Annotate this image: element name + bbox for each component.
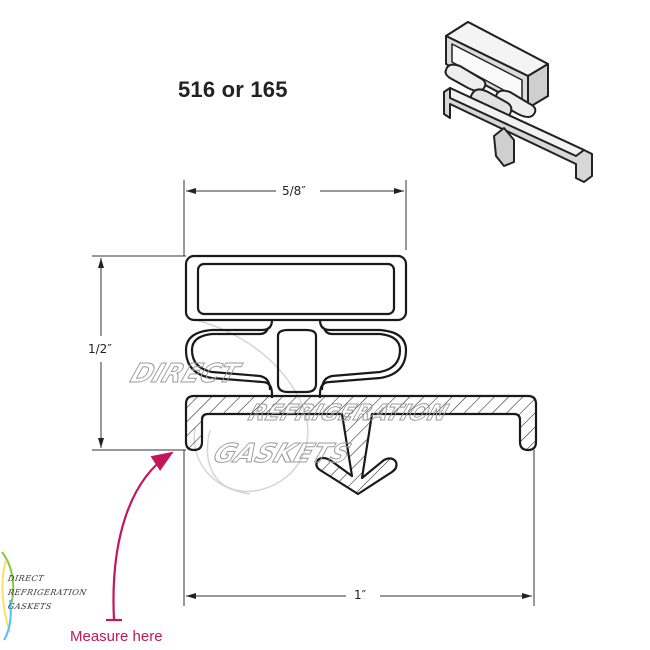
dimension-width-bottom <box>183 450 535 606</box>
logo-text-refrigeration: REFRIGERATION <box>7 588 88 597</box>
logo-text-direct: DIRECT <box>7 574 45 583</box>
brand-logo-mark <box>1 551 15 641</box>
gasket-model-title: 516 or 165 <box>178 77 288 102</box>
dimension-width-top <box>183 180 407 256</box>
watermark-line-gaskets: GASKETS <box>209 439 354 469</box>
measure-here-arrow <box>106 451 174 622</box>
watermark-line-direct: DIRECT <box>126 359 245 389</box>
measure-here-label: Measure here <box>70 628 163 645</box>
dimension-label-top: 5/8″ <box>278 184 310 198</box>
gasket-base-flange <box>184 394 538 496</box>
gasket-bellows <box>184 319 408 398</box>
gasket-bulb <box>184 254 408 322</box>
dimension-label-left: 1/2″ <box>84 342 116 356</box>
gasket-3d-thumbnail <box>443 21 593 183</box>
watermark-text: DIRECT REFRIGERATION GASKETS <box>126 358 452 469</box>
dimension-height-left <box>92 255 186 451</box>
dimension-label-bottom: 1″ <box>350 588 371 602</box>
watermark-line-refrigeration: REFRIGERATION <box>245 401 451 426</box>
logo-text-gaskets: GASKETS <box>7 602 53 611</box>
